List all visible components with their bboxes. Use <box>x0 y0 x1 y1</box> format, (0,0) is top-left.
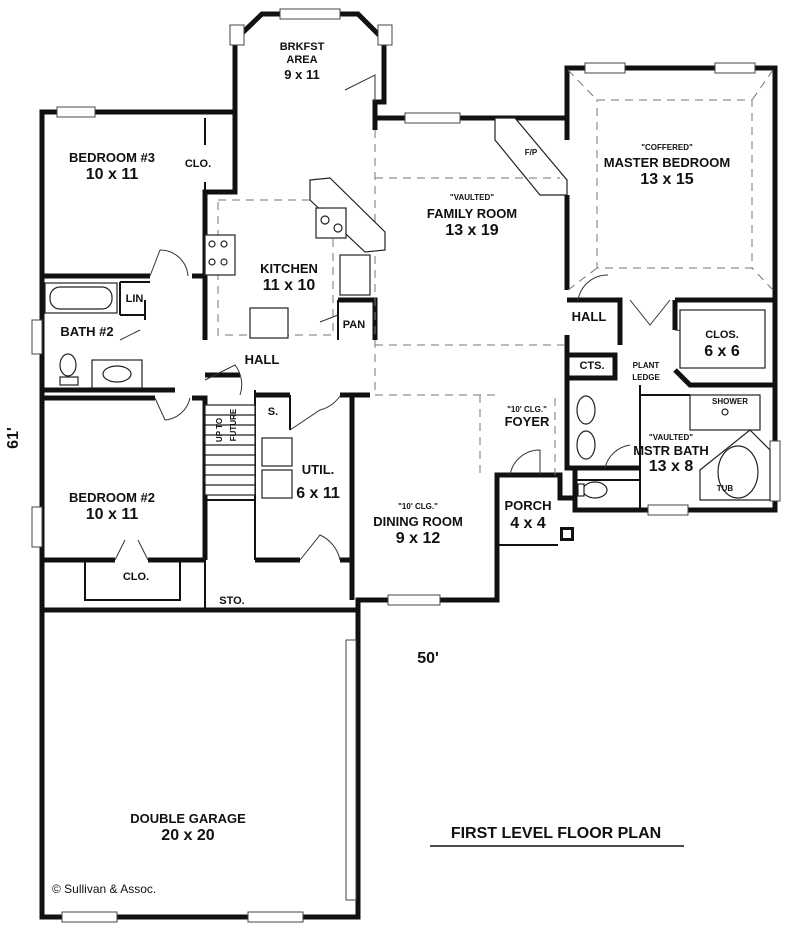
plan-title: FIRST LEVEL FLOOR PLAN <box>451 825 661 842</box>
s-label: S. <box>268 406 278 418</box>
bedroom2-size: 10 x 11 <box>86 506 139 523</box>
foyer-name: FOYER <box>505 414 550 429</box>
mstr-bath-name: MSTR BATH <box>633 443 709 458</box>
bedroom3-name: BEDROOM #3 <box>69 150 155 165</box>
dining-size: 9 x 12 <box>396 530 441 547</box>
master-name: MASTER BEDROOM <box>604 155 730 170</box>
doors <box>114 74 701 561</box>
kitchen-size: 11 x 10 <box>263 277 316 294</box>
fixtures <box>44 177 771 546</box>
lin-label: LIN. <box>126 293 147 305</box>
clo-top-label: CLO. <box>185 158 211 170</box>
copyright-text: © Sullivan & Assoc. <box>52 882 156 896</box>
family-note: "VAULTED" <box>450 193 494 202</box>
garage-name: DOUBLE GARAGE <box>130 811 246 826</box>
family-name: FAMILY ROOM <box>427 206 517 221</box>
dining-name: DINING ROOM <box>373 514 463 529</box>
hall-master-label: HALL <box>572 309 607 324</box>
windows <box>31 8 781 923</box>
stair-label-1: UP TO <box>215 418 224 442</box>
util-name: UTIL. <box>302 462 335 477</box>
dashed-lines <box>217 69 774 475</box>
mstr-bath-size: 13 x 8 <box>649 458 694 475</box>
kitchen-name: KITCHEN <box>260 261 318 276</box>
clos-name: CLOS. <box>705 329 739 341</box>
plant-label-2: LEDGE <box>632 373 660 382</box>
plant-label-1: PLANT <box>633 361 660 370</box>
dining-note: "10' CLG." <box>398 502 438 511</box>
height-dimension: 61' <box>5 427 22 449</box>
clos-size: 6 x 6 <box>704 343 740 360</box>
bath2-label: BATH #2 <box>60 324 113 339</box>
fireplace-label: F/P <box>525 148 538 157</box>
mstr-bath-note: "VAULTED" <box>649 433 693 442</box>
master-note: "COFFERED" <box>641 143 693 152</box>
pantry-label: PAN <box>343 319 365 331</box>
brkfst-size: 9 x 11 <box>284 67 319 82</box>
sto-label: STO. <box>219 595 244 607</box>
bedroom2-name: BEDROOM #2 <box>69 490 155 505</box>
room-labels: BRKFST AREA 9 x 11 BEDROOM #3 10 x 11 CL… <box>60 41 748 844</box>
util-size: 6 x 11 <box>296 485 340 502</box>
clo-bottom-label: CLO. <box>123 571 149 583</box>
bedroom3-size: 10 x 11 <box>86 166 139 183</box>
stair-label-2: FUTURE <box>229 408 238 441</box>
shower-label: SHOWER <box>712 397 748 406</box>
porch-name: PORCH <box>505 498 552 513</box>
width-dimension: 50' <box>417 650 439 667</box>
interior-walls <box>42 112 775 610</box>
porch-size: 4 x 4 <box>510 515 546 532</box>
brkfst-label-1: BRKFST <box>280 41 325 53</box>
family-size: 13 x 19 <box>445 222 498 239</box>
garage-size: 20 x 20 <box>161 827 214 844</box>
stairs <box>204 404 256 496</box>
tub-label: TUB <box>717 484 734 493</box>
hall-main-label: HALL <box>245 352 280 367</box>
foyer-note: "10' CLG." <box>507 405 547 414</box>
cts-label: CTS. <box>579 360 604 372</box>
master-size: 13 x 15 <box>640 171 693 188</box>
brkfst-label-2: AREA <box>286 54 317 66</box>
